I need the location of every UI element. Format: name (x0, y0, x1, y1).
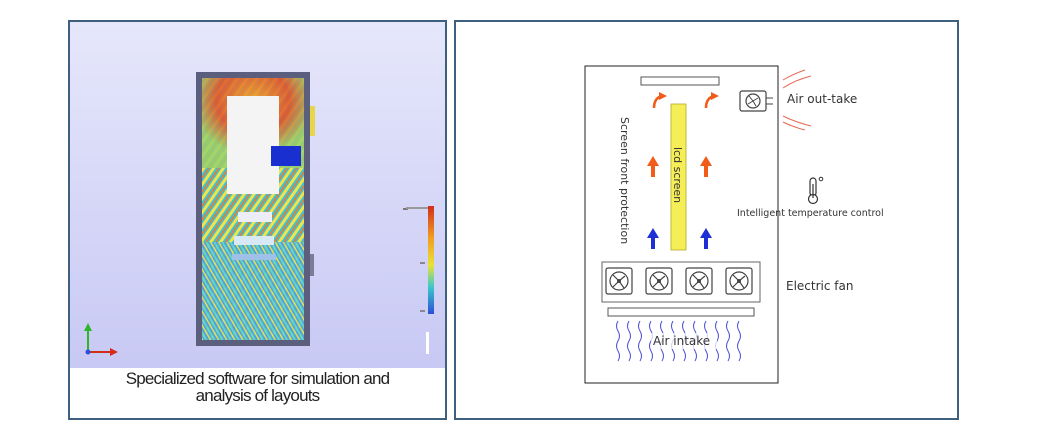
fan-icon (685, 267, 713, 295)
color-scale-legend (403, 206, 434, 354)
axis-triad-icon (84, 323, 118, 356)
simulation-panel: Specialized software for simulation and … (68, 20, 447, 420)
cool-air-arrow-right (700, 228, 712, 249)
top-vent (640, 76, 720, 86)
intelligent-temperature-control-label: Intelligent temperature control (737, 208, 884, 219)
airflow-diagram-panel: lcd screen Screen front protection (454, 20, 959, 420)
bottom-vent (607, 307, 755, 317)
thermometer-icon (807, 176, 824, 205)
fan-icon (605, 267, 633, 295)
air-outtake-label: Air out-take (787, 92, 857, 106)
lcd-screen-label: lcd screen (671, 147, 684, 203)
electric-fan-label: Electric fan (786, 279, 853, 293)
simulation-render (70, 22, 445, 368)
air-intake-waves (616, 320, 741, 362)
exhaust-fan-icon (739, 90, 773, 112)
caption-line-2: analysis of layouts (195, 386, 321, 405)
air-outtake-waves (782, 69, 812, 131)
air-intake-label: Air intake (653, 334, 710, 348)
fan-block (271, 146, 301, 166)
curved-exhaust-arrow-left (652, 92, 667, 109)
airflow-diagram: lcd screen Screen front protection (584, 65, 884, 384)
screen-region (227, 96, 279, 194)
caption-line-1: Specialized software for simulation and (125, 369, 390, 388)
screen-front-protection-label: Screen front protection (618, 117, 631, 244)
cool-air-arrow-left (647, 228, 659, 249)
fan-icon (725, 267, 753, 295)
warm-air-arrow-right (700, 156, 712, 177)
cfd-simulation-image (84, 72, 434, 356)
fan-icon (645, 267, 673, 295)
curved-exhaust-arrow-right (704, 92, 719, 109)
lcd-screen (670, 103, 687, 251)
warm-air-arrow-left (647, 156, 659, 177)
simulation-caption: Specialized software for simulation and … (70, 370, 445, 404)
